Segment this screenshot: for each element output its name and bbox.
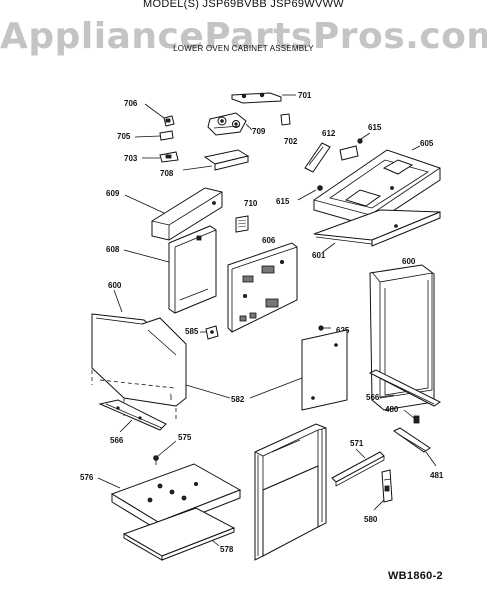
- part-609[interactable]: [151, 187, 223, 241]
- watermark-logo: AppliancePartsPros.com: [0, 16, 487, 57]
- part-585[interactable]: [205, 325, 219, 340]
- callout-571: 571: [350, 439, 364, 448]
- callout-705: 705: [117, 132, 131, 141]
- callout-582: 582: [231, 395, 245, 404]
- callout-708: 708: [160, 169, 174, 178]
- part-566-right[interactable]: [368, 369, 441, 407]
- callout-612: 612: [322, 129, 336, 138]
- part-481[interactable]: [393, 427, 431, 453]
- part-582[interactable]: [301, 329, 348, 411]
- assembly-title: LOWER OVEN CABINET ASSEMBLY: [173, 44, 314, 53]
- callout-709: 709: [252, 127, 266, 136]
- callout-608: 608: [106, 245, 120, 254]
- drawing-code: WB1860-2: [388, 570, 443, 582]
- part-708[interactable]: [203, 149, 250, 171]
- part-710[interactable]: [235, 215, 249, 233]
- part-702[interactable]: [280, 113, 291, 126]
- callout-710: 710: [244, 199, 258, 208]
- callout-605: 605: [420, 139, 434, 148]
- callout-578: 578: [220, 545, 234, 554]
- callout-703: 703: [124, 154, 138, 163]
- part-front-frame[interactable]: [254, 423, 327, 561]
- callout-615a: 615: [368, 123, 382, 132]
- part-575[interactable]: [153, 455, 159, 465]
- callout-615b: 615: [276, 197, 290, 206]
- part-578[interactable]: [122, 507, 236, 561]
- callout-600a: 600: [108, 281, 122, 290]
- callout-576: 576: [80, 473, 94, 482]
- part-615-lower[interactable]: [317, 185, 323, 191]
- part-701[interactable]: [231, 92, 282, 104]
- callout-600b: 600: [402, 257, 416, 266]
- part-612[interactable]: [304, 142, 331, 173]
- model-numbers: MODEL(S) JSP69BVBB JSP69WVWW: [143, 0, 344, 10]
- callout-606: 606: [262, 236, 276, 245]
- part-605[interactable]: [313, 149, 441, 227]
- callout-702: 702: [284, 137, 298, 146]
- callout-481: 481: [430, 471, 444, 480]
- callout-580: 580: [364, 515, 378, 524]
- callout-701: 701: [298, 91, 312, 100]
- callout-566b: 566: [110, 436, 124, 445]
- part-615-upper[interactable]: [339, 138, 363, 161]
- part-703[interactable]: [159, 151, 179, 163]
- callout-601: 601: [312, 251, 326, 260]
- part-580[interactable]: [381, 469, 393, 503]
- callout-585: 585: [185, 327, 199, 336]
- callout-575: 575: [178, 433, 192, 442]
- part-600-left[interactable]: [91, 313, 187, 407]
- part-706[interactable]: [163, 115, 175, 127]
- part-480[interactable]: [413, 415, 420, 424]
- part-625[interactable]: [318, 325, 331, 331]
- part-601[interactable]: [313, 209, 441, 247]
- callout-609: 609: [106, 189, 120, 198]
- part-571[interactable]: [331, 451, 385, 487]
- part-566-left[interactable]: [98, 399, 167, 431]
- callout-706: 706: [124, 99, 138, 108]
- part-608[interactable]: [168, 225, 217, 314]
- part-705[interactable]: [159, 130, 174, 141]
- part-606[interactable]: [227, 242, 298, 333]
- part-709[interactable]: [207, 112, 247, 136]
- callout-566a: 566: [366, 393, 380, 402]
- callout-480: 480: [385, 405, 399, 414]
